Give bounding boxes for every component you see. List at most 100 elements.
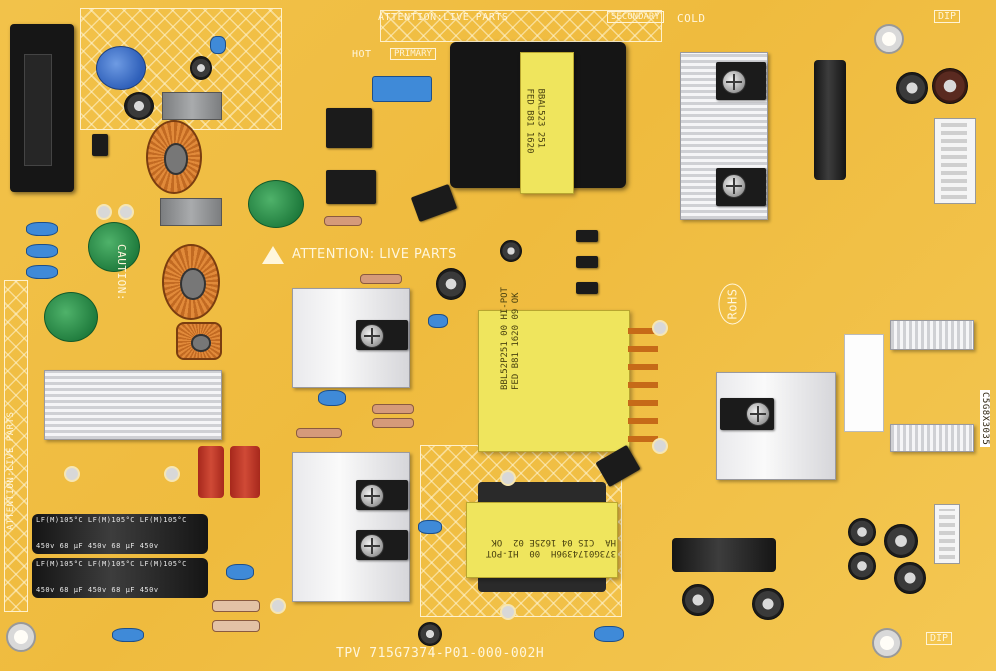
ic-chip-3 — [576, 282, 598, 294]
electrolytic-cap-horizontal — [672, 538, 776, 572]
solder-pad-4 — [652, 320, 668, 336]
main-transformer-mid-text: BBL52P251 00 HI-POT FED B81 1620 09 OK — [500, 287, 521, 390]
heatsink-screw-6 — [746, 402, 770, 426]
heatsink-screw-4 — [360, 484, 384, 508]
dip-label-top: DIP — [934, 10, 961, 23]
cap-mid-2 — [500, 240, 522, 262]
blue-cap-misc-5 — [428, 314, 448, 328]
output-connector-bottom — [934, 504, 960, 564]
led-output-connector — [934, 118, 976, 204]
cap-bottom-1 — [682, 584, 714, 616]
cold-label: COLD — [677, 12, 706, 25]
blue-cap-misc-3 — [112, 628, 144, 642]
red-film-cap-2 — [230, 446, 260, 498]
toroid-choke-top — [146, 120, 202, 194]
varistor-green-2 — [88, 222, 140, 272]
warning-triangle-icon — [262, 246, 284, 264]
bulk-cap-2 — [32, 558, 208, 598]
board-id-label: TPV 715G7374-P01-000-002H — [336, 646, 545, 661]
mounting-hole-top-right — [876, 26, 902, 52]
solder-pad-1 — [96, 204, 112, 220]
secondary-label: SECONDARY — [607, 11, 664, 23]
resistor-4 — [372, 418, 414, 428]
black-foam-pad-1 — [410, 183, 458, 223]
resistor-5 — [212, 600, 260, 612]
solder-pad-8 — [64, 466, 80, 482]
heatsink-bridge — [44, 370, 222, 440]
solder-pad-7 — [500, 604, 516, 620]
toroid-choke-bottom — [162, 244, 220, 320]
cap-bottom-4 — [884, 524, 918, 558]
dip-label-bottom: DIP — [926, 632, 953, 645]
blue-film-cap — [372, 76, 432, 102]
bulk-cap-rating-2: 450v 68 µF 450v 68 µF 450v — [36, 586, 159, 594]
small-heatsink-2 — [890, 424, 974, 452]
mounting-hole-bottom-right — [874, 630, 900, 656]
resistor-3 — [372, 404, 414, 414]
blue-cap-misc-1 — [226, 564, 254, 580]
varistor-green-3 — [44, 292, 98, 342]
side-code-label: C5G8X3035 — [980, 390, 990, 448]
electrolytic-cap-tall — [814, 60, 846, 180]
heatsink-screw-3 — [360, 324, 384, 348]
small-cap-top-1 — [190, 56, 212, 80]
resistor-1 — [360, 274, 402, 284]
ac-input-connector — [10, 24, 74, 192]
cap-bottom-6 — [894, 562, 926, 594]
main-transformer-mid-pins — [628, 318, 658, 442]
hv-zone-top-band — [380, 10, 662, 42]
x-capacitor-small — [210, 36, 226, 54]
blue-cap-left-2 — [26, 244, 58, 258]
primary-label: PRIMARY — [390, 48, 436, 60]
resistor-2 — [296, 428, 342, 438]
main-transformer-top-label — [520, 52, 574, 194]
solder-pad-5 — [652, 438, 668, 454]
cap-bottom-5 — [848, 552, 876, 580]
blue-cap-misc-4 — [594, 626, 624, 642]
mosfet-primary-2 — [326, 170, 376, 204]
small-cap-top-2 — [124, 92, 154, 120]
common-mode-choke-mid — [160, 198, 222, 226]
blue-cap-left-1 — [26, 222, 58, 236]
cap-bottom-3 — [848, 518, 876, 546]
cap-bottom-2 — [752, 588, 784, 620]
rohs-label: RoHS — [718, 283, 747, 325]
resistor-6 — [212, 620, 260, 632]
blue-cap-misc-2 — [318, 390, 346, 406]
cap-top-right-2 — [932, 68, 968, 104]
hv-zone-left-strip — [4, 280, 28, 612]
attention-label-top: ATTENTION:LIVE PARTS — [378, 12, 509, 23]
mounting-hole-bottom-left — [8, 624, 34, 650]
resistor-7 — [324, 216, 362, 226]
y-capacitor-blue-large — [96, 46, 146, 90]
bottom-transformer-label — [466, 502, 618, 578]
ic-chip-2 — [576, 256, 598, 268]
main-transformer-top-text: BBAL523 251 FED B81 1620 — [524, 88, 546, 154]
cap-top-right-1 — [896, 72, 928, 104]
ic-chip-1 — [576, 230, 598, 242]
solder-pad-3 — [270, 598, 286, 614]
bulk-cap-rating-1: 450v 68 µF 450v 68 µF 450v — [36, 542, 159, 550]
common-mode-choke-top — [162, 92, 222, 120]
heatsink-bottom-left — [292, 452, 410, 602]
solder-pad-6 — [500, 470, 516, 486]
bulk-cap-1 — [32, 514, 208, 554]
hot-label: HOT — [352, 49, 372, 60]
cap-mid-1 — [436, 268, 466, 300]
solder-pad-9 — [164, 466, 180, 482]
serial-sticker — [844, 334, 884, 432]
bulk-cap-series-1: LF(M)105°C LF(M)105°C LF(M)105°C — [36, 516, 187, 524]
cap-bottom-7 — [418, 622, 442, 646]
attention-label-mid: ATTENTION: LIVE PARTS — [292, 247, 457, 262]
small-heatsink-1 — [890, 320, 974, 350]
solder-pad-2 — [118, 204, 134, 220]
attention-label-side: ATTENTION:LIVE PARTS — [6, 411, 16, 530]
heatsink-screw-2 — [722, 174, 746, 198]
heatsink-screw-5 — [360, 534, 384, 558]
caution-label: CAUTION: — [115, 244, 128, 301]
varistor-green-1 — [248, 180, 304, 228]
mosfet-primary-1 — [326, 108, 372, 148]
bottom-transformer-text: 373G0174396H 00 HI-POT HA CIS 04 1625E 0… — [485, 537, 616, 558]
ic-chip-4 — [92, 134, 108, 156]
